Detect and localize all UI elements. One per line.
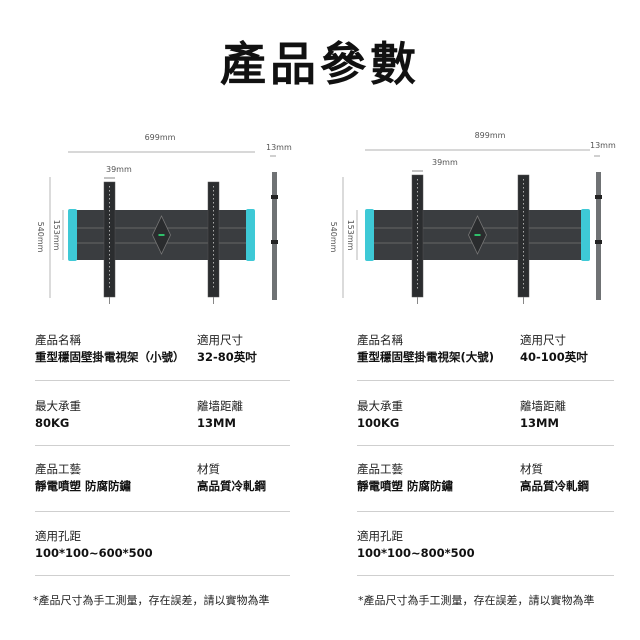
product-diagram: 699mm 13mm 39mm 540mm 153mm [36, 133, 292, 304]
measurement-note: *產品尺寸為手工測量，存在誤差，請以實物為準 [358, 594, 595, 607]
spec-label: 產品名稱 [357, 333, 403, 347]
divider [35, 445, 290, 446]
spec-item: 離墙距離 13MM [520, 398, 566, 432]
spec-item: 適用尺寸 32-80英吋 [197, 332, 257, 366]
spec-item: 適用尺寸 40-100英吋 [520, 332, 588, 366]
spec-label: 產品名稱 [35, 333, 81, 347]
depth-label: 13mm [590, 141, 616, 150]
spec-item: 材質高品質冷軋鋼 [197, 461, 266, 495]
side-view-clip [271, 195, 278, 199]
width-label: 899mm [475, 131, 506, 140]
plate-height-label: 153mm [346, 220, 355, 251]
spec-value: 靜電噴塑 防腐防鏽 [35, 479, 132, 493]
side-view-clip [271, 240, 278, 244]
spec-value: 重型穩固壁掛電視架（小號） [35, 350, 185, 364]
spec-value: 13MM [520, 416, 559, 430]
spec-value: 100*100~800*500 [357, 546, 475, 560]
spec-item: 產品工藝靜電噴塑 防腐防鏽 [357, 461, 453, 495]
spec-label: 材質 [197, 462, 220, 476]
spec-label: 適用尺寸 [197, 333, 243, 347]
divider [357, 380, 614, 381]
spec-label: 最大承重 [357, 399, 403, 413]
measurement-note: *產品尺寸為手工測量，存在誤差，請以實物為準 [33, 594, 270, 607]
spec-label: 離墙距離 [197, 399, 243, 413]
divider [35, 380, 290, 381]
depth-label: 13mm [266, 143, 292, 152]
spec-value: 40-100英吋 [520, 350, 588, 364]
side-view-clip [595, 195, 602, 199]
spec-value: 32-80英吋 [197, 350, 257, 364]
spec-item: 適用孔距 100*100~800*500 [357, 528, 475, 562]
center-logo [158, 234, 165, 236]
center-logo [474, 234, 481, 236]
spec-item: 材質高品質冷軋鋼 [520, 461, 589, 495]
spec-label: 最大承重 [35, 399, 81, 413]
cyan-end-cap-left [365, 209, 374, 261]
cyan-end-cap-right [581, 209, 590, 261]
spec-value: 重型穩固壁掛電視架(大號) [357, 350, 495, 364]
spec-item: 產品工藝靜電噴塑 防腐防鏽 [35, 461, 131, 495]
spec-value: 13MM [197, 416, 236, 430]
spec-item: 適用孔距 100*100~600*500 [35, 528, 153, 562]
divider [35, 511, 290, 512]
height-label: 540mm [329, 222, 338, 253]
side-view [272, 172, 277, 300]
spec-value: 高品質冷軋鋼 [520, 479, 589, 493]
spec-item: 最大承重 80KG [35, 398, 81, 432]
cyan-end-cap-right [246, 209, 255, 261]
divider [35, 575, 290, 576]
side-view [596, 172, 601, 300]
spec-value: 80KG [35, 416, 70, 430]
spec-label: 適用尺寸 [520, 333, 566, 347]
spec-value: 高品質冷軋鋼 [197, 479, 266, 493]
arm-width-label: 39mm [106, 165, 132, 174]
spec-label: 產品工藝 [35, 462, 81, 476]
arm-width-label: 39mm [432, 158, 458, 167]
spec-label: 適用孔距 [35, 529, 81, 543]
divider [357, 445, 614, 446]
spec-label: 產品工藝 [357, 462, 403, 476]
spec-label: 材質 [520, 462, 543, 476]
plate-height-label: 153mm [52, 220, 61, 251]
spec-item: 產品名稱重型穩固壁掛電視架(大號) [357, 332, 494, 366]
page-title: 產品參數 [220, 37, 420, 91]
divider [357, 575, 614, 576]
height-label: 540mm [36, 222, 45, 253]
spec-item: 最大承重 100KG [357, 398, 403, 432]
divider [357, 511, 614, 512]
width-label: 699mm [145, 133, 176, 142]
product-diagram: 899mm 13mm 39mm 540mm 153mm [329, 131, 616, 304]
spec-value: 靜電噴塑 防腐防鏽 [357, 479, 454, 493]
side-view-clip [595, 240, 602, 244]
spec-value: 100*100~600*500 [35, 546, 153, 560]
spec-item: 離墙距離 13MM [197, 398, 243, 432]
spec-label: 離墙距離 [520, 399, 566, 413]
spec-value: 100KG [357, 416, 400, 430]
spec-label: 適用孔距 [357, 529, 403, 543]
cyan-end-cap-left [68, 209, 77, 261]
spec-item: 產品名稱重型穩固壁掛電視架（小號） [35, 332, 185, 366]
